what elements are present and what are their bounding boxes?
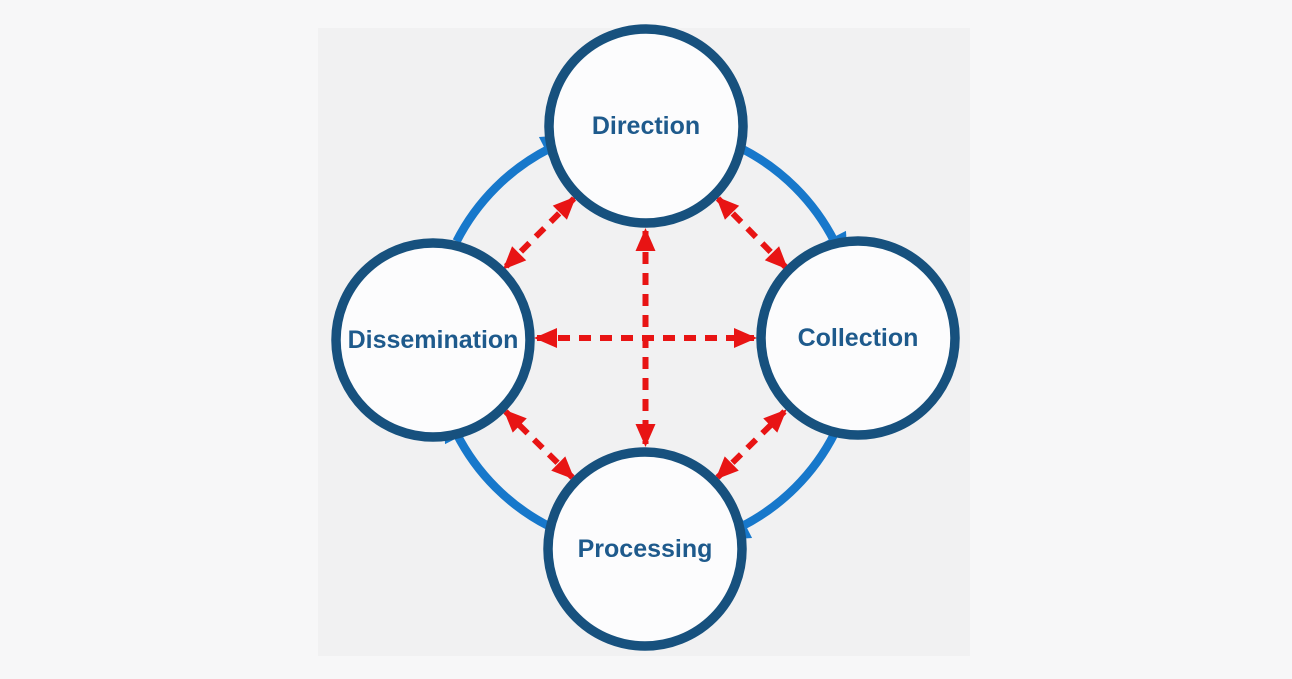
- feedback-arrow-direction-dissemination: [502, 196, 577, 270]
- node-direction: Direction: [544, 24, 748, 228]
- cycle-arrows: [442, 134, 849, 541]
- nodes: Direction Collection Processing Dissemin…: [331, 24, 960, 651]
- cycle-arrow-collection-to-processing: [714, 431, 839, 541]
- node-direction-label: Direction: [592, 112, 700, 140]
- feedback-arrows: [502, 196, 789, 480]
- node-processing-label: Processing: [578, 535, 713, 563]
- feedback-arrow-processing-dissemination: [503, 409, 575, 480]
- node-collection-label: Collection: [798, 324, 919, 352]
- node-processing: Processing: [543, 447, 747, 651]
- node-dissemination-label: Dissemination: [348, 326, 519, 354]
- node-processing-circle: [543, 447, 747, 651]
- feedback-arrow-processing-collection: [715, 409, 787, 480]
- node-collection: Collection: [756, 236, 960, 440]
- cycle-arrow-processing-to-dissemination: [442, 406, 552, 531]
- node-dissemination-circle: [331, 238, 535, 442]
- cycle-arrow-direction-to-collection: [739, 144, 849, 269]
- node-direction-circle: [544, 24, 748, 228]
- feedback-arrow-direction-collection: [715, 196, 789, 270]
- node-dissemination: Dissemination: [331, 238, 535, 442]
- cycle-arrow-dissemination-to-direction: [452, 134, 577, 244]
- node-collection-circle: [756, 236, 960, 440]
